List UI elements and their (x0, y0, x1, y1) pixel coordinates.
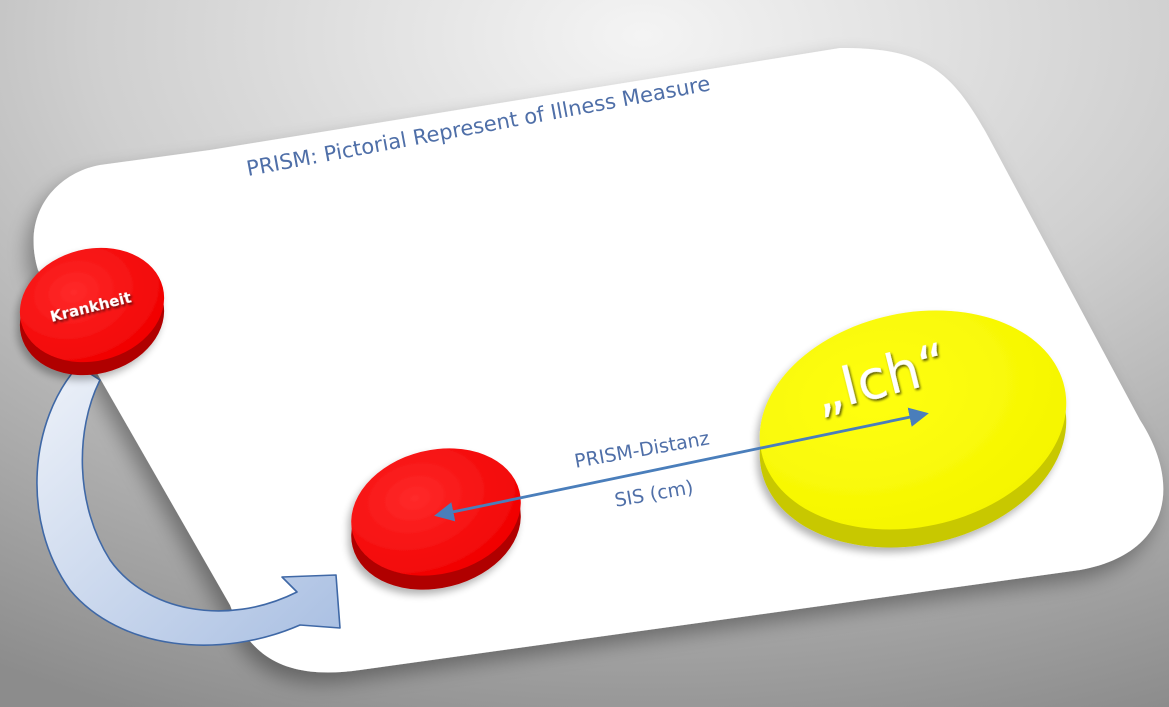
prism-distance-arrow (434, 407, 929, 522)
curved-arrow (36, 365, 341, 646)
illness-disc-origin (19, 247, 165, 376)
